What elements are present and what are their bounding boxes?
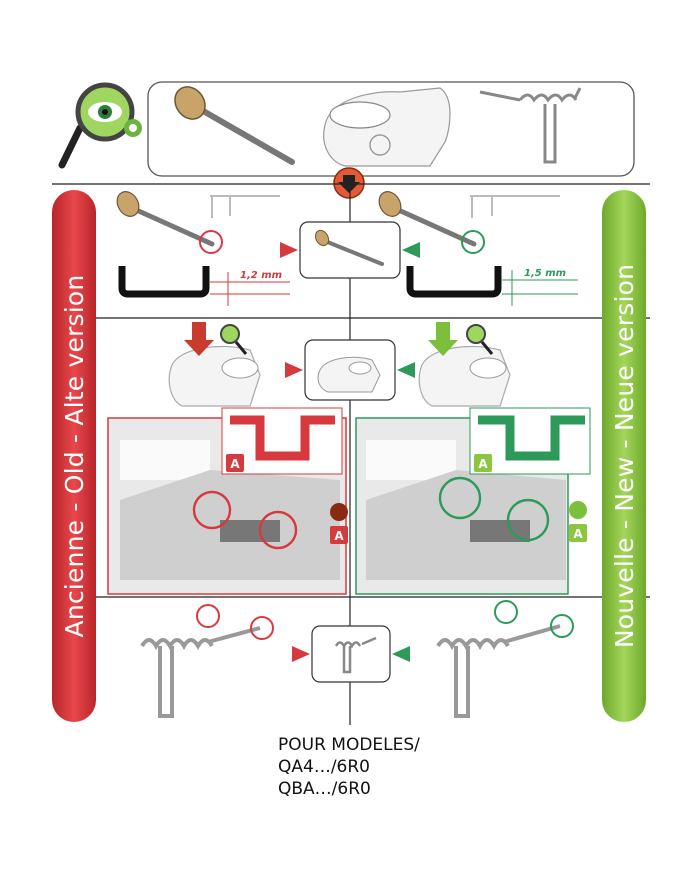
pin-part-icon: [174, 86, 295, 165]
caliper-new-icon: [470, 195, 560, 218]
old-detail-panel: A A: [107, 407, 348, 595]
right-arrow-icon-2: [397, 362, 415, 378]
new-profile-shape: [406, 266, 502, 298]
new-housing-icon: [418, 322, 511, 407]
new-version-label: Nouvelle - New - Neue version: [610, 264, 639, 648]
new-pin-icon: [378, 191, 485, 254]
models-note: POUR MODELES/ QA4…/6R0 QBA…/6R0: [278, 734, 420, 800]
old-version-band: Ancienne - Old - Alte version: [52, 190, 96, 722]
old-gap-value: 1,2 mm: [240, 270, 282, 281]
old-dimension-marker: 1,2 mm: [210, 270, 290, 306]
new-version-band: Nouvelle - New - Neue version: [602, 190, 646, 722]
caliper-icon: [210, 195, 280, 218]
pin-comparison-row: 1,2 mm 1,5 mm: [100, 186, 600, 316]
old-side-badge-text: A: [334, 529, 344, 543]
new-side-badge-text: A: [573, 527, 583, 541]
left-arrow-icon-2: [285, 362, 303, 378]
old-detail-badge: [226, 454, 244, 472]
new-down-arrow-icon: [428, 322, 458, 356]
right-arrow-icon-3: [392, 646, 410, 662]
new-badge-text: A: [478, 457, 488, 471]
old-down-arrow-icon: [184, 322, 214, 356]
parts-overview-graphic: [58, 81, 635, 199]
new-dimension-marker: 1,5 mm: [502, 268, 578, 306]
center-housing-icon: [317, 356, 381, 393]
old-pin-icon: [116, 191, 223, 254]
old-detail-profile: [230, 415, 335, 461]
old-profile-shape: [118, 266, 210, 298]
old-housing-icon: [168, 322, 261, 407]
left-arrow-icon: [280, 242, 298, 258]
center-spring-icon: [334, 636, 377, 674]
inspect-magnifier-icon: [58, 82, 142, 169]
center-pin-icon: [314, 229, 384, 266]
old-badge-text: A: [230, 457, 240, 471]
model-qa4: QA4…/6R0: [278, 757, 370, 777]
new-spring-icon: [436, 600, 574, 718]
spring-part-icon: [479, 87, 582, 164]
new-detail-profile: [478, 415, 585, 461]
new-gap-value: 1,5 mm: [524, 268, 566, 279]
left-arrow-icon-3: [292, 646, 310, 662]
spring-comparison-row: [100, 598, 600, 726]
old-spring-icon: [140, 604, 274, 718]
new-detail-badge: [474, 454, 492, 472]
housing-comparison-row: A A A A: [100, 320, 600, 596]
handle-housing-icon: [323, 87, 451, 167]
old-version-label: Ancienne - Old - Alte version: [60, 275, 89, 638]
right-arrow-icon: [402, 242, 420, 258]
model-qba: QBA…/6R0: [278, 779, 371, 799]
models-heading: POUR MODELES/: [278, 735, 420, 755]
parts-overview-header: [0, 70, 700, 200]
new-detail-panel: A A: [355, 407, 591, 595]
